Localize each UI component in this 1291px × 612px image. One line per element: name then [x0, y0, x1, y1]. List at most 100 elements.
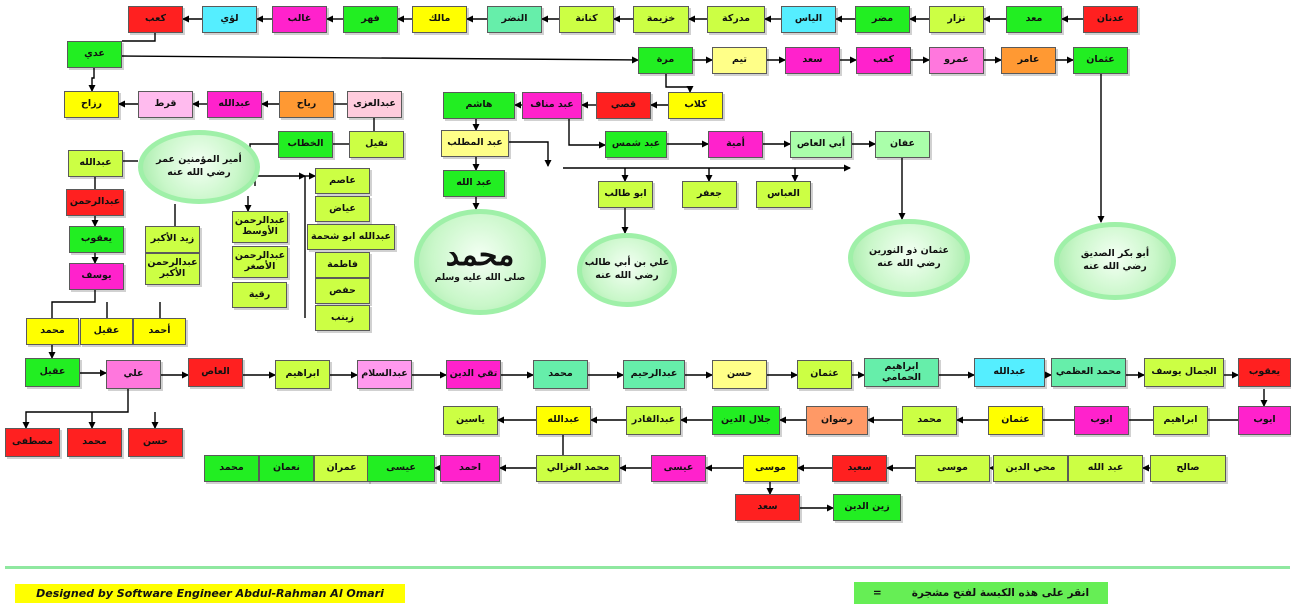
person-node-n6[interactable]: خزيمة [633, 6, 689, 33]
person-node-n89[interactable]: نعمان [259, 455, 314, 482]
person-node-n12[interactable]: لؤي [202, 6, 257, 33]
person-node-n70[interactable]: ابراهيم الحمامي [864, 358, 939, 387]
person-node-n79[interactable]: عبدالله [536, 406, 591, 435]
person-node-n46[interactable]: فاطمة [315, 252, 370, 278]
person-node-n35[interactable]: عفان [875, 131, 930, 158]
person-node-n99[interactable]: عبد الله [1068, 455, 1143, 482]
person-node-n20[interactable]: عامر [1001, 47, 1056, 74]
person-node-n28[interactable]: عبد مناف [522, 92, 582, 119]
person-node-n84[interactable]: عثمان [988, 406, 1043, 435]
person-node-n1[interactable]: معد [1006, 6, 1062, 33]
person-node-n94[interactable]: عيسى [651, 455, 706, 482]
person-node-n93[interactable]: محمد الغزالي [536, 455, 620, 482]
person-node-n82[interactable]: رضوان [806, 406, 868, 435]
person-node-n92[interactable]: احمد [440, 455, 500, 482]
person-node-n38[interactable]: عبدالله [68, 150, 123, 177]
person-node-n55[interactable]: عبدالرحمن الأصغر [232, 246, 288, 278]
person-node-n71[interactable]: عبدالله [974, 358, 1045, 387]
person-node-n62[interactable]: العاص [188, 358, 243, 387]
person-node-n90[interactable]: عمران [314, 455, 369, 482]
person-node-n26[interactable]: عبدالعزى [347, 91, 402, 118]
person-node-n81[interactable]: جلال الدين [712, 406, 780, 435]
person-node-n83[interactable]: محمد [902, 406, 957, 435]
person-node-n102[interactable]: زين الدين [833, 494, 901, 521]
person-node-n18[interactable]: كعب [856, 47, 911, 74]
person-node-n87[interactable]: ايوب [1238, 406, 1291, 435]
person-node-n5[interactable]: مدركة [707, 6, 765, 33]
person-node-n96[interactable]: سعيد [832, 455, 887, 482]
person-node-n24[interactable]: عبدالله [207, 91, 262, 118]
person-node-n75[interactable]: مصطفى [5, 428, 60, 457]
person-node-n101[interactable]: سعد [735, 494, 800, 521]
person-node-n10[interactable]: فهر [343, 6, 398, 33]
person-node-n51[interactable]: يوسف [69, 263, 124, 290]
person-node-n50[interactable]: يعقوب [69, 226, 124, 253]
person-node-n42[interactable]: العباس [756, 181, 811, 208]
person-node-n29[interactable]: قصي [596, 92, 651, 119]
person-node-n85[interactable]: ايوب [1074, 406, 1129, 435]
person-node-n69[interactable]: عثمان [797, 360, 852, 389]
person-node-n100[interactable]: صالح [1150, 455, 1226, 482]
person-node-n97[interactable]: موسى [915, 455, 990, 482]
person-node-n91[interactable]: عيسى [367, 455, 435, 482]
person-node-n37[interactable]: الخطاب [278, 131, 333, 158]
person-node-n76[interactable]: محمد [67, 428, 122, 457]
person-node-n17[interactable]: سعد [785, 47, 840, 74]
person-node-n49[interactable]: عبدالرحمن [66, 189, 124, 216]
person-node-n95[interactable]: موسى [743, 455, 798, 482]
person-node-n39[interactable]: عبد الله [443, 170, 505, 197]
person-node-n8[interactable]: النضر [487, 6, 542, 33]
person-node-n14[interactable]: عدي [67, 41, 122, 68]
person-node-n72[interactable]: محمد العظمي [1051, 358, 1126, 387]
person-node-n59[interactable]: أحمد [133, 318, 186, 345]
person-node-n60[interactable]: عقيل [25, 358, 80, 387]
person-node-n64[interactable]: عبدالسلام [357, 360, 412, 389]
person-node-n7[interactable]: كنانة [559, 6, 614, 33]
person-node-n58[interactable]: عقيل [80, 318, 133, 345]
person-node-n98[interactable]: محي الدين [993, 455, 1068, 482]
person-node-n56[interactable]: رقية [232, 282, 287, 308]
open-tree-button[interactable]: انقر على هذه الكبسة لفتح مشجرة = [854, 582, 1108, 604]
person-node-n61[interactable]: علي [106, 360, 161, 389]
person-node-n63[interactable]: ابراهيم [275, 360, 330, 389]
person-node-n48[interactable]: زينب [315, 305, 370, 331]
person-node-n13[interactable]: كعب [128, 6, 183, 33]
person-node-n86[interactable]: ابراهيم [1153, 406, 1208, 435]
person-node-n43[interactable]: عاصم [315, 168, 370, 194]
person-node-n77[interactable]: حسن [128, 428, 183, 457]
person-node-n4[interactable]: الياس [781, 6, 836, 33]
person-node-n66[interactable]: محمد [533, 360, 588, 389]
person-node-n44[interactable]: عياض [315, 196, 370, 222]
person-node-n41[interactable]: جعفر [682, 181, 737, 208]
person-node-n47[interactable]: حفص [315, 278, 370, 304]
person-node-n53[interactable]: عبدالرحمن الأكبر [145, 253, 200, 285]
person-node-n74[interactable]: يعقوب [1238, 358, 1291, 387]
person-node-n19[interactable]: عمرو [929, 47, 984, 74]
person-node-n11[interactable]: غالب [272, 6, 327, 33]
person-node-n21[interactable]: عثمان [1073, 47, 1128, 74]
person-node-n0[interactable]: عدنان [1083, 6, 1138, 33]
person-node-n16[interactable]: تيم [712, 47, 767, 74]
person-node-n15[interactable]: مرة [638, 47, 693, 74]
person-node-n2[interactable]: نزار [929, 6, 984, 33]
person-node-n52[interactable]: زيد الأكبر [145, 226, 200, 253]
person-node-n25[interactable]: رياح [279, 91, 334, 118]
person-node-n9[interactable]: مالك [412, 6, 467, 33]
person-node-n30[interactable]: كلاب [668, 92, 723, 119]
person-node-n31[interactable]: عبد المطلب [441, 130, 509, 157]
person-node-n78[interactable]: ياسين [443, 406, 498, 435]
person-node-n3[interactable]: مضر [855, 6, 910, 33]
person-node-n45[interactable]: عبدالله ابو شحمة [307, 224, 395, 250]
person-node-n68[interactable]: حسن [712, 360, 767, 389]
person-node-n67[interactable]: عبدالرحيم [623, 360, 685, 389]
person-node-n73[interactable]: الجمال يوسف [1144, 358, 1224, 387]
person-node-n34[interactable]: أبي العاص [790, 131, 852, 158]
person-node-n36[interactable]: نفيل [349, 131, 404, 158]
person-node-n22[interactable]: رزاح [64, 91, 119, 118]
person-node-n33[interactable]: أمية [708, 131, 763, 158]
